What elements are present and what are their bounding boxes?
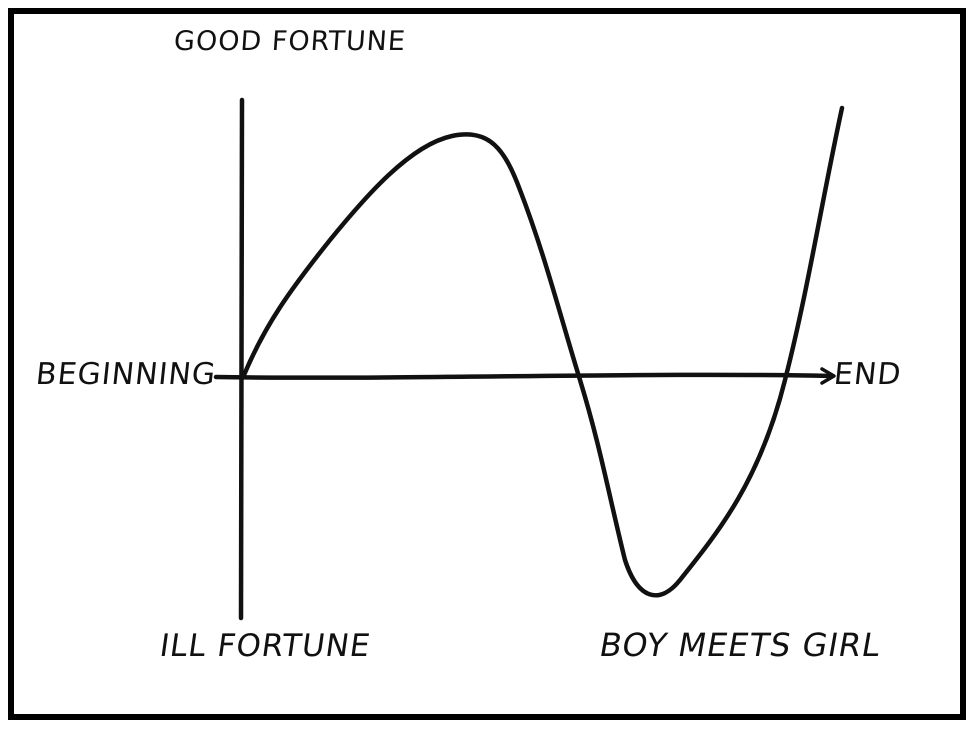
- story-curve: [241, 105, 845, 598]
- fortune-axis: [238, 97, 245, 621]
- end-label: END: [832, 357, 904, 392]
- good-fortune-label: GOOD FORTUNE: [172, 26, 407, 57]
- beginning-label: BEGINNING: [34, 357, 218, 392]
- ill-fortune-label: ILL FORTUNE: [157, 628, 373, 664]
- time-axis: [213, 372, 835, 380]
- boy-meets-girl-label: BOY MEETS GIRL: [596, 626, 885, 664]
- time-axis-end-mark: [820, 367, 836, 385]
- drawing-frame: [8, 8, 966, 720]
